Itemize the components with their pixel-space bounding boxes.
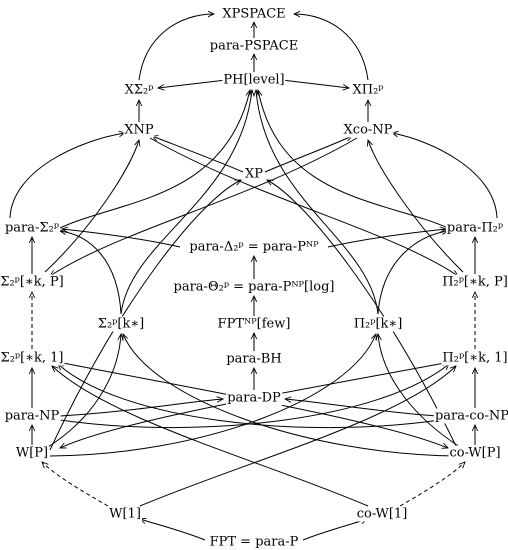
node-xpspace: XPSPACE (221, 6, 287, 22)
edge-xnp-long-to-pi2p-k-p (149, 137, 458, 276)
node-pi2p-k: Π₂ᵖ[k∗] (352, 316, 404, 332)
edge-sigma2p-k-p-to-xnp (44, 140, 139, 273)
edge-para-pi2p-to-xco-np (392, 133, 498, 219)
node-w-1: W[1] (108, 506, 142, 522)
edge-co-w-1-to-sigma2p-k-1 (52, 366, 369, 507)
edge-co-w-p-to-pi2p-k (378, 334, 461, 448)
edge-fpt-to-w-1 (140, 519, 206, 541)
edge-pi2p-k-1-long-to-w-p (60, 361, 451, 449)
node-fpt-np-few: FPTᴺᴾ[few] (216, 316, 292, 332)
node-para-pspace: para-PSPACE (208, 38, 300, 54)
edge-x-sigma2p-to-xpspace (138, 14, 214, 81)
node-xco-np: Xco-NP (342, 122, 394, 138)
edge-xp-to-xco-np (264, 135, 352, 173)
edge-para-sigma2p-to-xnp (9, 133, 125, 219)
node-para-sigma2p: para-Σ₂ᵖ (3, 220, 61, 236)
edge-para-np-to-para-dp (59, 399, 223, 417)
edge-sigma2p-k-to-ph-level (120, 90, 252, 315)
edge-pi2p-k-p-to-xco-np (368, 140, 464, 273)
node-para-theta2p: para-Θ₂ᵖ = para-Pᴺᴾ[log] (172, 279, 336, 295)
edge-xco-np-long-to-sigma2p-k-p (50, 137, 358, 276)
node-fpt: FPT = para-P (208, 534, 300, 550)
node-para-pi2p: para-Π₂ᵖ (445, 220, 505, 236)
node-xp: XP (243, 166, 265, 182)
edge-para-np-to-pi2p-k-1 (59, 364, 449, 429)
edge-pi2p-k-to-para-pi2p (377, 231, 448, 315)
edge-co-w-p-to-sigma2p-k (123, 334, 459, 457)
node-sigma2p-k-1: Σ₂ᵖ[∗k, 1] (0, 350, 65, 366)
node-co-w-1: co-W[1] (355, 506, 409, 522)
node-ph-level: PH[level] (222, 72, 286, 88)
edge-w-p-to-xp (49, 180, 241, 451)
edge-fpt-to-co-w-1 (302, 519, 367, 541)
edge-para-pi2p-to-ph-level (258, 90, 449, 229)
edge-co-w-1-to-co-w-p (399, 462, 465, 507)
node-sigma2p-k-p: Σ₂ᵖ[∗k, P] (0, 274, 65, 290)
edge-para-co-np-to-sigma2p-k-1 (58, 364, 441, 429)
node-pi2p-k-p: Π₂ᵖ[∗k, P] (441, 274, 508, 290)
edge-pi2p-k-to-ph-level (256, 90, 379, 315)
edge-sigma2p-k-to-para-sigma2p (60, 231, 122, 315)
node-para-delta2p: para-Δ₂ᵖ = para-Pᴺᴾ (188, 239, 320, 255)
edge-w-1-to-pi2p-k-1 (139, 366, 456, 507)
node-w-p: W[P] (14, 445, 50, 461)
edge-w-1-to-w-p (42, 462, 109, 507)
edge-co-w-p-to-xp (267, 180, 459, 451)
edge-xp-to-xnp (152, 136, 244, 173)
node-x-pi2p: XΠ₂ᵖ (351, 82, 385, 98)
node-para-np: para-NP (3, 408, 61, 424)
edge-para-delta2p-to-para-pi2p (327, 229, 446, 248)
node-para-dp: para-DP (226, 390, 282, 406)
edge-x-pi2p-to-xpspace (294, 14, 369, 81)
edge-w-p-to-pi2p-k (49, 334, 376, 457)
node-para-co-np: para-co-NP (433, 408, 508, 424)
node-co-w-p: co-W[P] (448, 445, 502, 461)
node-x-sigma2p: XΣ₂ᵖ (123, 82, 155, 98)
node-pi2p-k-1: Π₂ᵖ[∗k, 1] (441, 350, 508, 366)
node-xnp: XNP (123, 122, 155, 138)
node-sigma2p-k: Σ₂ᵖ[k∗] (96, 316, 146, 332)
edge-para-sigma2p-to-ph-level (59, 90, 250, 229)
node-para-bh: para-BH (225, 351, 283, 367)
edge-para-delta2p-to-para-sigma2p (62, 229, 181, 248)
edge-ph-level-to-x-sigma2p (158, 79, 227, 88)
edge-ph-level-to-x-pi2p (281, 79, 349, 88)
